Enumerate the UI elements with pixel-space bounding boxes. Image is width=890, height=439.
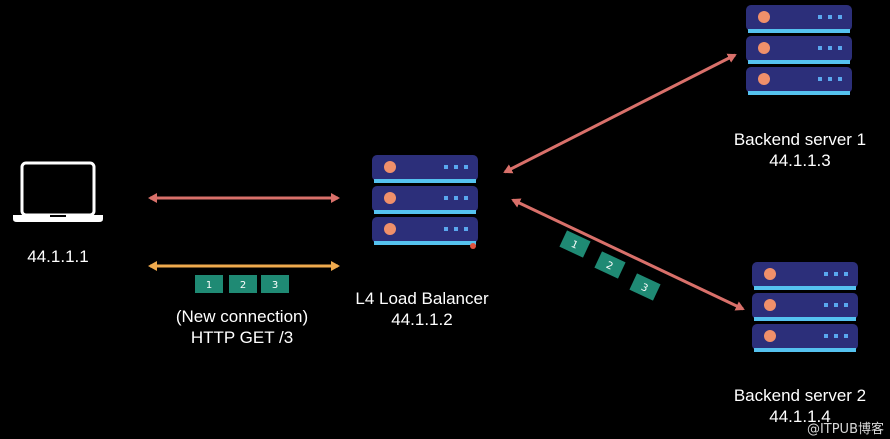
svg-text:3: 3 <box>272 280 278 291</box>
request-description: (New connection) HTTP GET /3 <box>142 306 342 348</box>
svg-text:2: 2 <box>604 260 614 273</box>
svg-text:3: 3 <box>639 282 649 295</box>
backend-server-1-icon <box>746 5 852 95</box>
laptop-icon <box>13 161 103 222</box>
request-line-1: (New connection) <box>175 307 309 326</box>
svg-text:1: 1 <box>569 239 579 252</box>
request-line-2: HTTP GET /3 <box>190 328 294 347</box>
backend-server-1-name: Backend server 1 <box>733 130 867 149</box>
lb-backend2-arrow <box>511 198 745 311</box>
load-balancer-label: L4 Load Balancer 44.1.1.2 <box>322 288 522 330</box>
request-packet: 3 <box>261 275 289 293</box>
request-packet: 1 <box>195 275 223 293</box>
client-ip-label: 44.1.1.1 <box>27 247 89 266</box>
watermark: @ITPUB博客 <box>806 422 884 437</box>
request-packet: 2 <box>229 275 257 293</box>
request-packets: 1 2 3 <box>195 275 289 293</box>
load-balancer-server-icon <box>372 155 478 249</box>
backend2-packets: 1 2 3 <box>559 230 661 301</box>
backend2-packet: 3 <box>629 273 661 301</box>
backend-server-2-icon <box>752 262 858 352</box>
backend-server-2-label: Backend server 2 44.1.1.4 <box>712 385 888 427</box>
backend-server-2-ip: 44.1.1.4 <box>769 407 831 426</box>
backend-server-2-name: Backend server 2 <box>733 386 867 405</box>
svg-text:2: 2 <box>240 280 246 291</box>
backend-server-1-label: Backend server 1 44.1.1.3 <box>712 129 888 171</box>
load-balancer-ip: 44.1.1.2 <box>391 310 453 329</box>
backend2-packet: 1 <box>559 230 591 258</box>
svg-text:1: 1 <box>206 280 212 291</box>
backend-server-1-ip: 44.1.1.3 <box>769 151 831 170</box>
backend2-packet: 2 <box>594 251 626 279</box>
lb-backend1-arrow <box>503 53 737 174</box>
load-balancer-name: L4 Load Balancer <box>355 289 489 308</box>
